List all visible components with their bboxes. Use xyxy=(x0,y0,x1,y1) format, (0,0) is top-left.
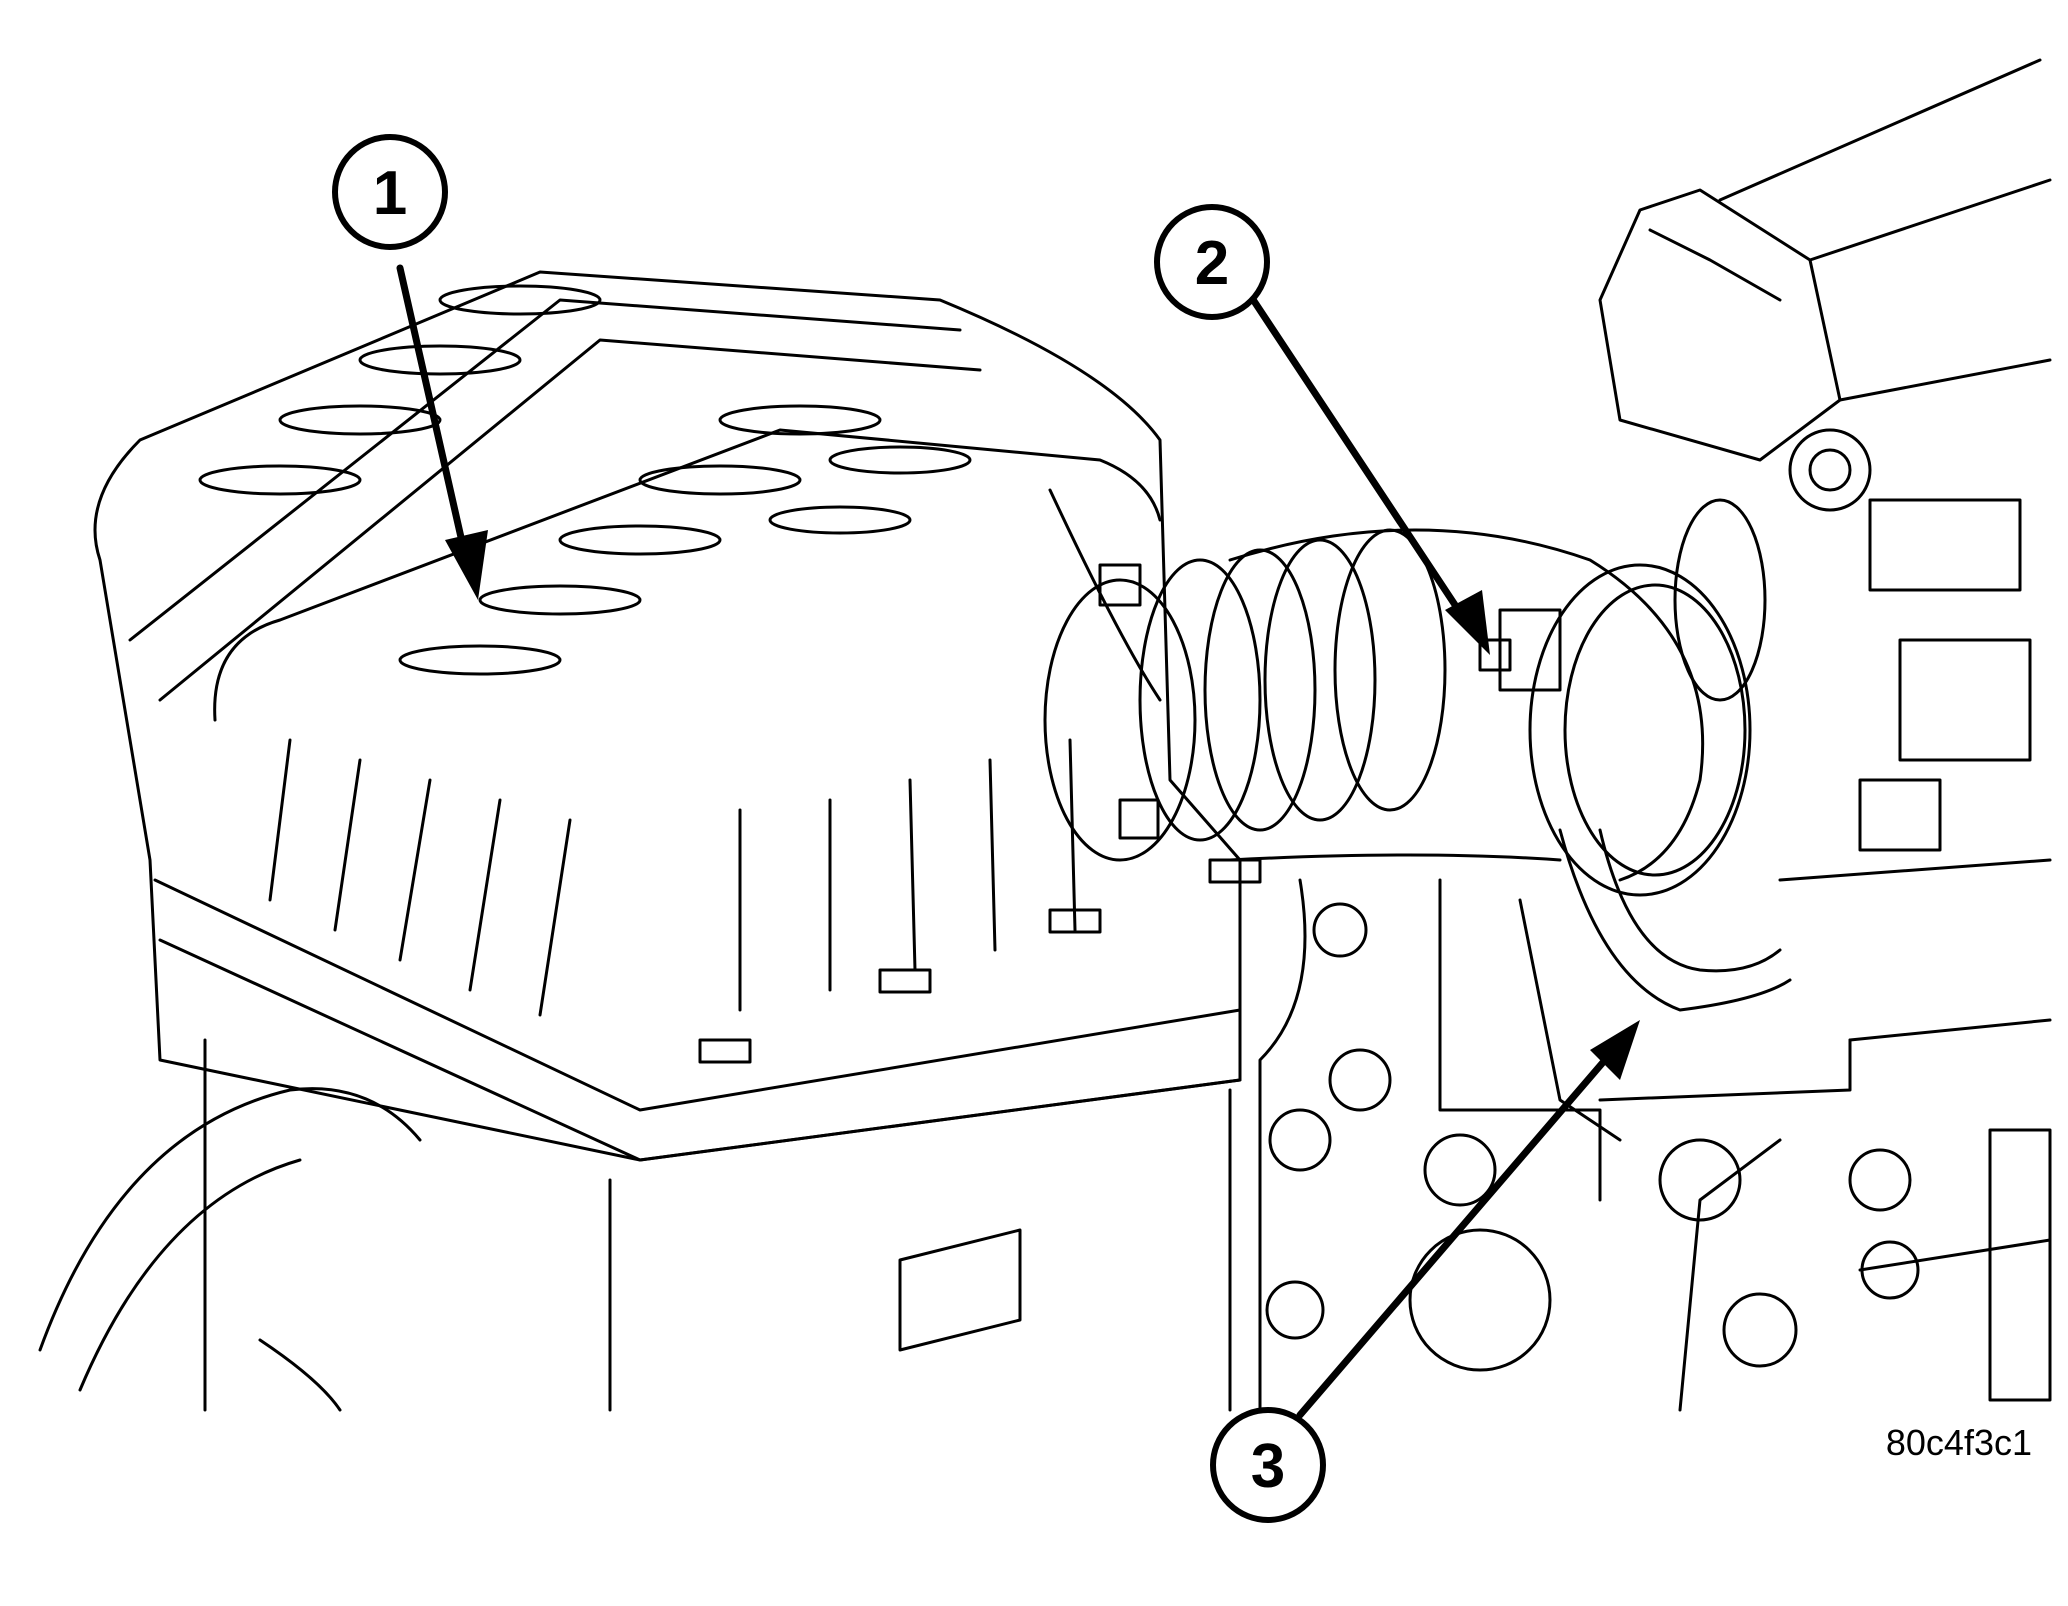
figure-id-label: 80c4f3c1 xyxy=(1885,1422,2032,1463)
callout-3-label: 3 xyxy=(1251,1432,1285,1501)
air-cleaner-housing xyxy=(38,270,1262,1412)
callout-1-label: 1 xyxy=(373,159,407,228)
arrowhead-3 xyxy=(1590,1020,1640,1080)
arrowhead-1 xyxy=(445,530,488,600)
leader-line-1 xyxy=(396,264,469,559)
leader-line-2 xyxy=(1246,291,1469,624)
intake-boot xyxy=(1043,528,1792,1012)
leader-lines xyxy=(396,264,1609,1419)
callout-2: 2 xyxy=(1154,204,1270,320)
leader-line-3 xyxy=(1296,1056,1609,1419)
callout-1: 1 xyxy=(332,134,448,250)
throttle-body-assembly xyxy=(1258,58,2052,1412)
callout-3: 3 xyxy=(1210,1407,1326,1523)
arrowhead-2 xyxy=(1445,590,1490,655)
callout-2-label: 2 xyxy=(1195,229,1229,298)
